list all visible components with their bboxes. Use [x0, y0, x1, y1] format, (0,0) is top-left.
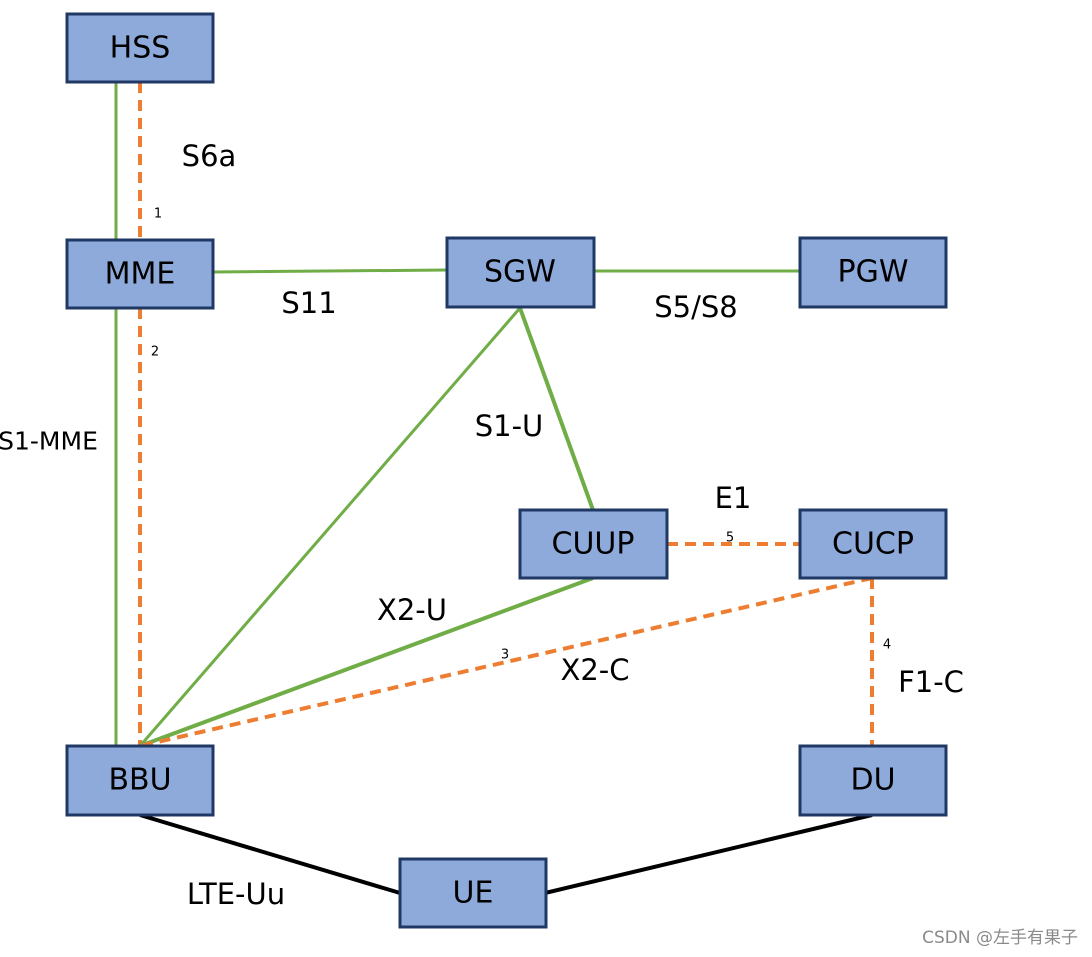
label-e1: E1: [715, 481, 752, 515]
edge-sgw-bbu: [138, 307, 522, 747]
edge-number-4: 4: [883, 638, 891, 653]
label-s1mme: S1-MME: [0, 427, 98, 456]
node-mme: MME: [65, 238, 215, 310]
label-s1u: S1-U: [475, 409, 544, 443]
label-f1c: F1-C: [898, 665, 964, 699]
node-hss-label: HSS: [110, 31, 171, 66]
node-bbu-label: BBU: [108, 763, 171, 798]
edge-number-3: 3: [501, 648, 509, 663]
edges: [114, 82, 874, 895]
label-s11: S11: [281, 286, 336, 320]
edge-ue-du: [544, 813, 873, 895]
node-sgw-label: SGW: [484, 255, 556, 290]
label-s5s8: S5/S8: [654, 290, 738, 324]
node-hss: HSS: [65, 12, 215, 84]
edge-numbers: 1 2 3 4 5: [151, 207, 891, 663]
node-ue-label: UE: [453, 876, 494, 911]
node-pgw-label: PGW: [837, 255, 908, 290]
nodes: HSS MME SGW PGW CUUP CUCP BBU DU: [65, 12, 948, 929]
label-x2u: X2-U: [377, 593, 447, 627]
edge-mme-sgw: [212, 268, 448, 274]
node-pgw: PGW: [798, 236, 948, 309]
edge-sgw-cuup: [518, 307, 595, 511]
node-mme-label: MME: [105, 257, 176, 292]
node-cuup: CUUP: [518, 508, 669, 580]
edge-bbu-ue: [139, 813, 401, 895]
node-ue: UE: [398, 857, 548, 929]
node-du-label: DU: [850, 763, 895, 798]
label-s6a: S6a: [182, 139, 237, 173]
node-sgw: SGW: [445, 236, 596, 309]
label-x2c: X2-C: [560, 653, 629, 687]
node-bbu: BBU: [65, 744, 215, 817]
edge-number-5: 5: [726, 531, 734, 546]
node-cucp: CUCP: [798, 508, 948, 580]
label-lteuu: LTE-Uu: [187, 877, 285, 911]
interface-labels: S6a S11 S5/S8 S1-MME S1-U E1 X2-U X2-C F…: [0, 139, 964, 911]
edge-cuup-bbu: [139, 576, 594, 748]
node-du: DU: [798, 744, 948, 817]
node-cuup-label: CUUP: [552, 527, 635, 562]
edge-number-2: 2: [151, 345, 159, 360]
node-cucp-label: CUCP: [832, 527, 914, 562]
watermark: CSDN @左手有果子: [922, 928, 1078, 948]
edge-number-1: 1: [154, 207, 162, 222]
